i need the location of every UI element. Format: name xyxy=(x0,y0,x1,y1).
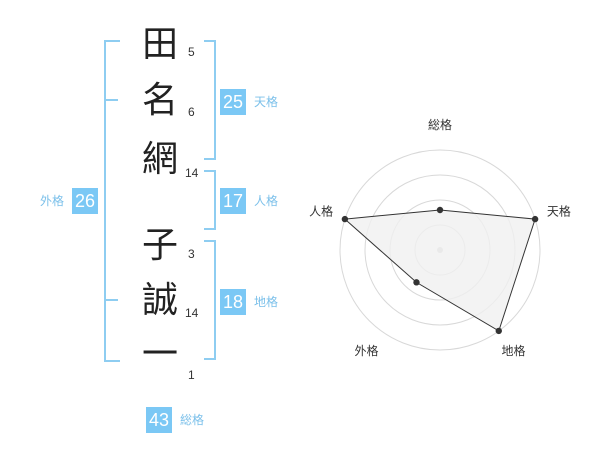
radar-series-area xyxy=(343,209,536,332)
radar-axis-label-2: 天格 xyxy=(547,203,571,218)
name-char-2: 名 xyxy=(142,80,179,121)
jinkaku-bracket xyxy=(204,170,216,230)
tenkaku-label: 天格 xyxy=(254,95,279,109)
name-char-6: 一 xyxy=(142,334,179,375)
chikaku-value: 18 xyxy=(220,289,247,315)
stroke-count-2: 6 xyxy=(188,105,195,119)
radar-point-3 xyxy=(495,327,502,335)
radar-point-1 xyxy=(436,206,444,214)
radar-ring-4 xyxy=(339,149,541,351)
chikaku-bracket xyxy=(204,240,216,360)
chikaku-label: 地格 xyxy=(254,295,279,309)
stroke-count-3: 14 xyxy=(185,166,199,180)
name-char-3: 網 xyxy=(142,139,179,180)
stroke-count-6: 1 xyxy=(188,368,195,382)
stroke-count-1: 5 xyxy=(188,45,195,59)
stroke-count-4: 3 xyxy=(188,247,195,261)
gaikaku-bracket-tick-bottom xyxy=(104,299,118,301)
gaikaku-bracket xyxy=(104,40,120,362)
name-char-1: 田 xyxy=(142,24,179,65)
radar-point-5 xyxy=(341,215,349,223)
stroke-count-5: 14 xyxy=(185,306,199,320)
tenkaku-value: 25 xyxy=(220,89,247,115)
soukaku-value: 43 xyxy=(146,407,173,433)
gaikaku-bracket-tick-top xyxy=(104,99,118,101)
jinkaku-value: 17 xyxy=(220,188,247,214)
name-char-5: 誠 xyxy=(142,280,179,321)
radar-point-2 xyxy=(531,215,539,223)
name-char-4: 子 xyxy=(142,225,179,266)
radar-axis-label-4: 外格 xyxy=(355,343,379,358)
radar-axis-label-5: 人格 xyxy=(309,203,333,218)
gaikaku-label: 外格 xyxy=(40,194,65,208)
soukaku-label: 総格 xyxy=(180,413,205,427)
radar-point-4 xyxy=(413,279,420,286)
jinkaku-label: 人格 xyxy=(254,194,279,208)
gaikaku-value: 26 xyxy=(72,188,99,214)
radar-axis-label-1: 総格 xyxy=(428,117,452,132)
tenkaku-bracket xyxy=(204,40,216,160)
radar-axis-label-3: 地格 xyxy=(501,343,525,358)
